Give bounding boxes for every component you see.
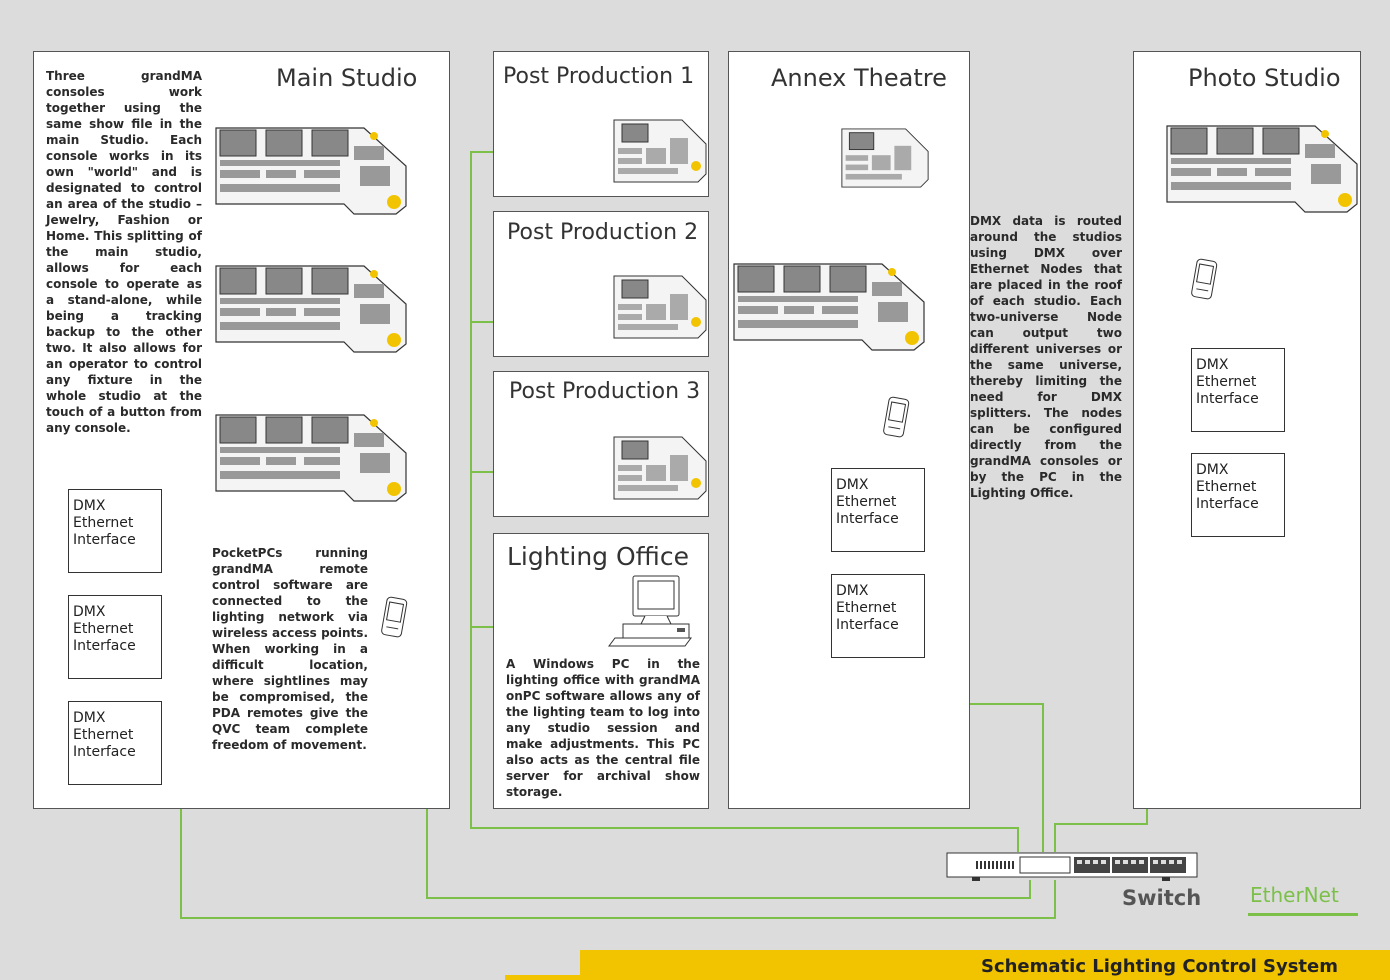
ethernet-label: Ethernet [836,494,897,510]
dmx-label: DMX [1196,462,1229,478]
switch-label: Switch [1122,886,1202,910]
post-production-1-title: Post Production 1 [503,64,695,89]
dmx-label: DMX [73,604,106,620]
ethernet-label: Ethernet [1196,479,1257,495]
ethernet-label: Ethernet [73,727,134,743]
ethernet-label: Ethernet [73,621,134,637]
dmx-routing-description: DMX data is routed around the studios us… [970,214,1122,500]
dmx-label: DMX [836,477,869,493]
ethernet-label: Ethernet [836,600,897,616]
interface-label: Interface [836,617,899,633]
interface-label: Interface [73,638,136,654]
annex-theatre-title: Annex Theatre [771,64,947,92]
grandma-console-icon [215,265,407,353]
grandma-light-console-icon [613,436,707,500]
grandma-console-icon [733,263,925,351]
interface-label: Interface [73,744,136,760]
dmx-label: DMX [73,498,106,514]
interface-label: Interface [1196,496,1259,512]
grandma-console-icon [1166,125,1358,213]
grandma-console-icon [215,414,407,502]
ethernet-switch-icon [946,852,1198,881]
pocketpc-description: PocketPCs running grandMA remote control… [212,546,368,752]
photo-studio-title: Photo Studio [1188,64,1341,92]
pocketpc-pda-icon [883,396,910,438]
post-production-3-title: Post Production 3 [509,379,701,404]
lighting-office-description: A Windows PC in the lighting office with… [506,657,700,799]
pocketpc-pda-icon [1191,258,1218,300]
footer-title: Schematic Lighting Control System [980,956,1338,977]
grandma-console-icon [215,127,407,215]
ethernet-label: Ethernet [1196,374,1257,390]
ethernet-logo-label: EtherNet [1250,883,1339,907]
post-production-2-title: Post Production 2 [507,220,699,245]
dmx-label: DMX [836,583,869,599]
interface-label: Interface [1196,391,1259,407]
lighting-office-title: Lighting Office [507,542,689,571]
main-studio-description: Three grandMA consoles work together usi… [46,69,202,435]
windows-pc-icon [608,575,692,647]
interface-label: Interface [836,511,899,527]
footer-accent [505,975,580,980]
grandma-light-console-icon [613,275,707,339]
footer-bar [580,950,1390,980]
grandma-light-console-icon [841,128,929,188]
interface-label: Interface [73,532,136,548]
grandma-light-console-icon [613,119,707,183]
dmx-label: DMX [73,710,106,726]
dmx-label: DMX [1196,357,1229,373]
ethernet-underline [1248,913,1358,916]
pocketpc-pda-icon [381,596,408,638]
ethernet-label: Ethernet [73,515,134,531]
main-studio-title: Main Studio [276,64,418,92]
